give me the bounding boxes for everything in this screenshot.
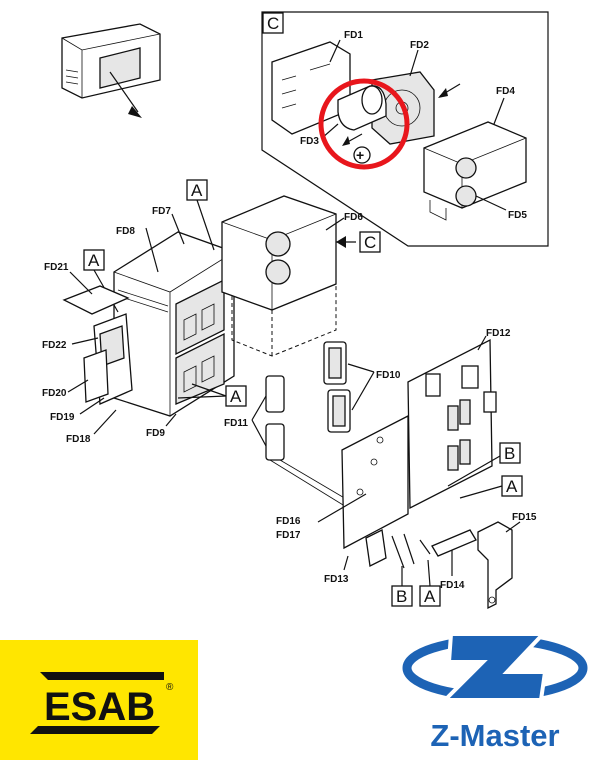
callout-fd9: FD9 [146, 428, 165, 439]
callout-fd15: FD15 [512, 512, 537, 523]
callout-fd16: FD16 [276, 516, 301, 527]
main-chassis: FD8 FD7 A FD9 A [113, 179, 247, 439]
fan-module: FD6 C [221, 195, 381, 357]
detail-label-a-top: A [191, 181, 203, 200]
callout-fd1: FD1 [344, 30, 363, 41]
esab-logo: ESAB ® [0, 640, 198, 760]
callout-fd14: FD14 [440, 580, 465, 591]
circuit-board-fd13: FD13 FD16 FD17 B A FD14 [276, 414, 477, 607]
detail-box-c-ref [359, 231, 381, 253]
callout-fd12: FD12 [486, 328, 511, 339]
detail-label-c-ref: C [364, 233, 376, 252]
locator-sketch [61, 23, 161, 118]
detail-label-a-right: A [506, 477, 518, 496]
detail-box-b-right [499, 442, 521, 464]
callout-fd8: FD8 [116, 226, 135, 237]
inset-detail-c: C FD1 FD2 + FD3 FD4 FD5 [261, 11, 549, 247]
detail-label-b-right: B [504, 444, 515, 463]
detail-label-a-left: A [88, 251, 100, 270]
callout-fd4: FD4 [496, 86, 515, 97]
detail-label-a-bottom: A [424, 587, 436, 606]
bracket-fd15: FD15 [477, 512, 537, 610]
callout-fd5: FD5 [508, 210, 527, 221]
callout-fd10: FD10 [376, 370, 401, 381]
callout-fd18: FD18 [66, 434, 91, 445]
left-bracket-assembly: A FD21 FD22 FD20 FD19 FD18 [42, 249, 133, 445]
polarity-plus-symbol: + [356, 147, 364, 163]
callout-fd3: FD3 [300, 136, 319, 147]
detail-label-a-mid: A [230, 387, 242, 406]
callout-fd22: FD22 [42, 340, 67, 351]
callout-fd13: FD13 [324, 574, 349, 585]
connectors: FD10 FD11 [224, 341, 401, 509]
callout-fd2: FD2 [410, 40, 429, 51]
esab-wordmark: ESAB [44, 685, 155, 729]
exploded-parts-diagram: C FD1 FD2 + FD3 FD4 FD5 [42, 11, 549, 610]
callout-fd20: FD20 [42, 388, 67, 399]
detail-label-b-bottom: B [396, 587, 407, 606]
zmaster-logo: Z-Master [395, 618, 595, 758]
highlight-ring [318, 78, 410, 170]
callout-fd7: FD7 [152, 206, 171, 217]
detail-label-c-inset: C [267, 14, 279, 33]
detail-box-c-inset [262, 12, 284, 34]
callout-fd6: FD6 [344, 212, 363, 223]
callout-fd19: FD19 [50, 412, 75, 423]
callout-fd17: FD17 [276, 530, 301, 541]
zmaster-wordmark: Z-Master [430, 718, 560, 753]
callout-fd21: FD21 [44, 262, 69, 273]
registered-mark: ® [166, 682, 174, 693]
circuit-board-fd12: FD12 B A [407, 328, 523, 510]
callout-fd11: FD11 [224, 418, 248, 429]
